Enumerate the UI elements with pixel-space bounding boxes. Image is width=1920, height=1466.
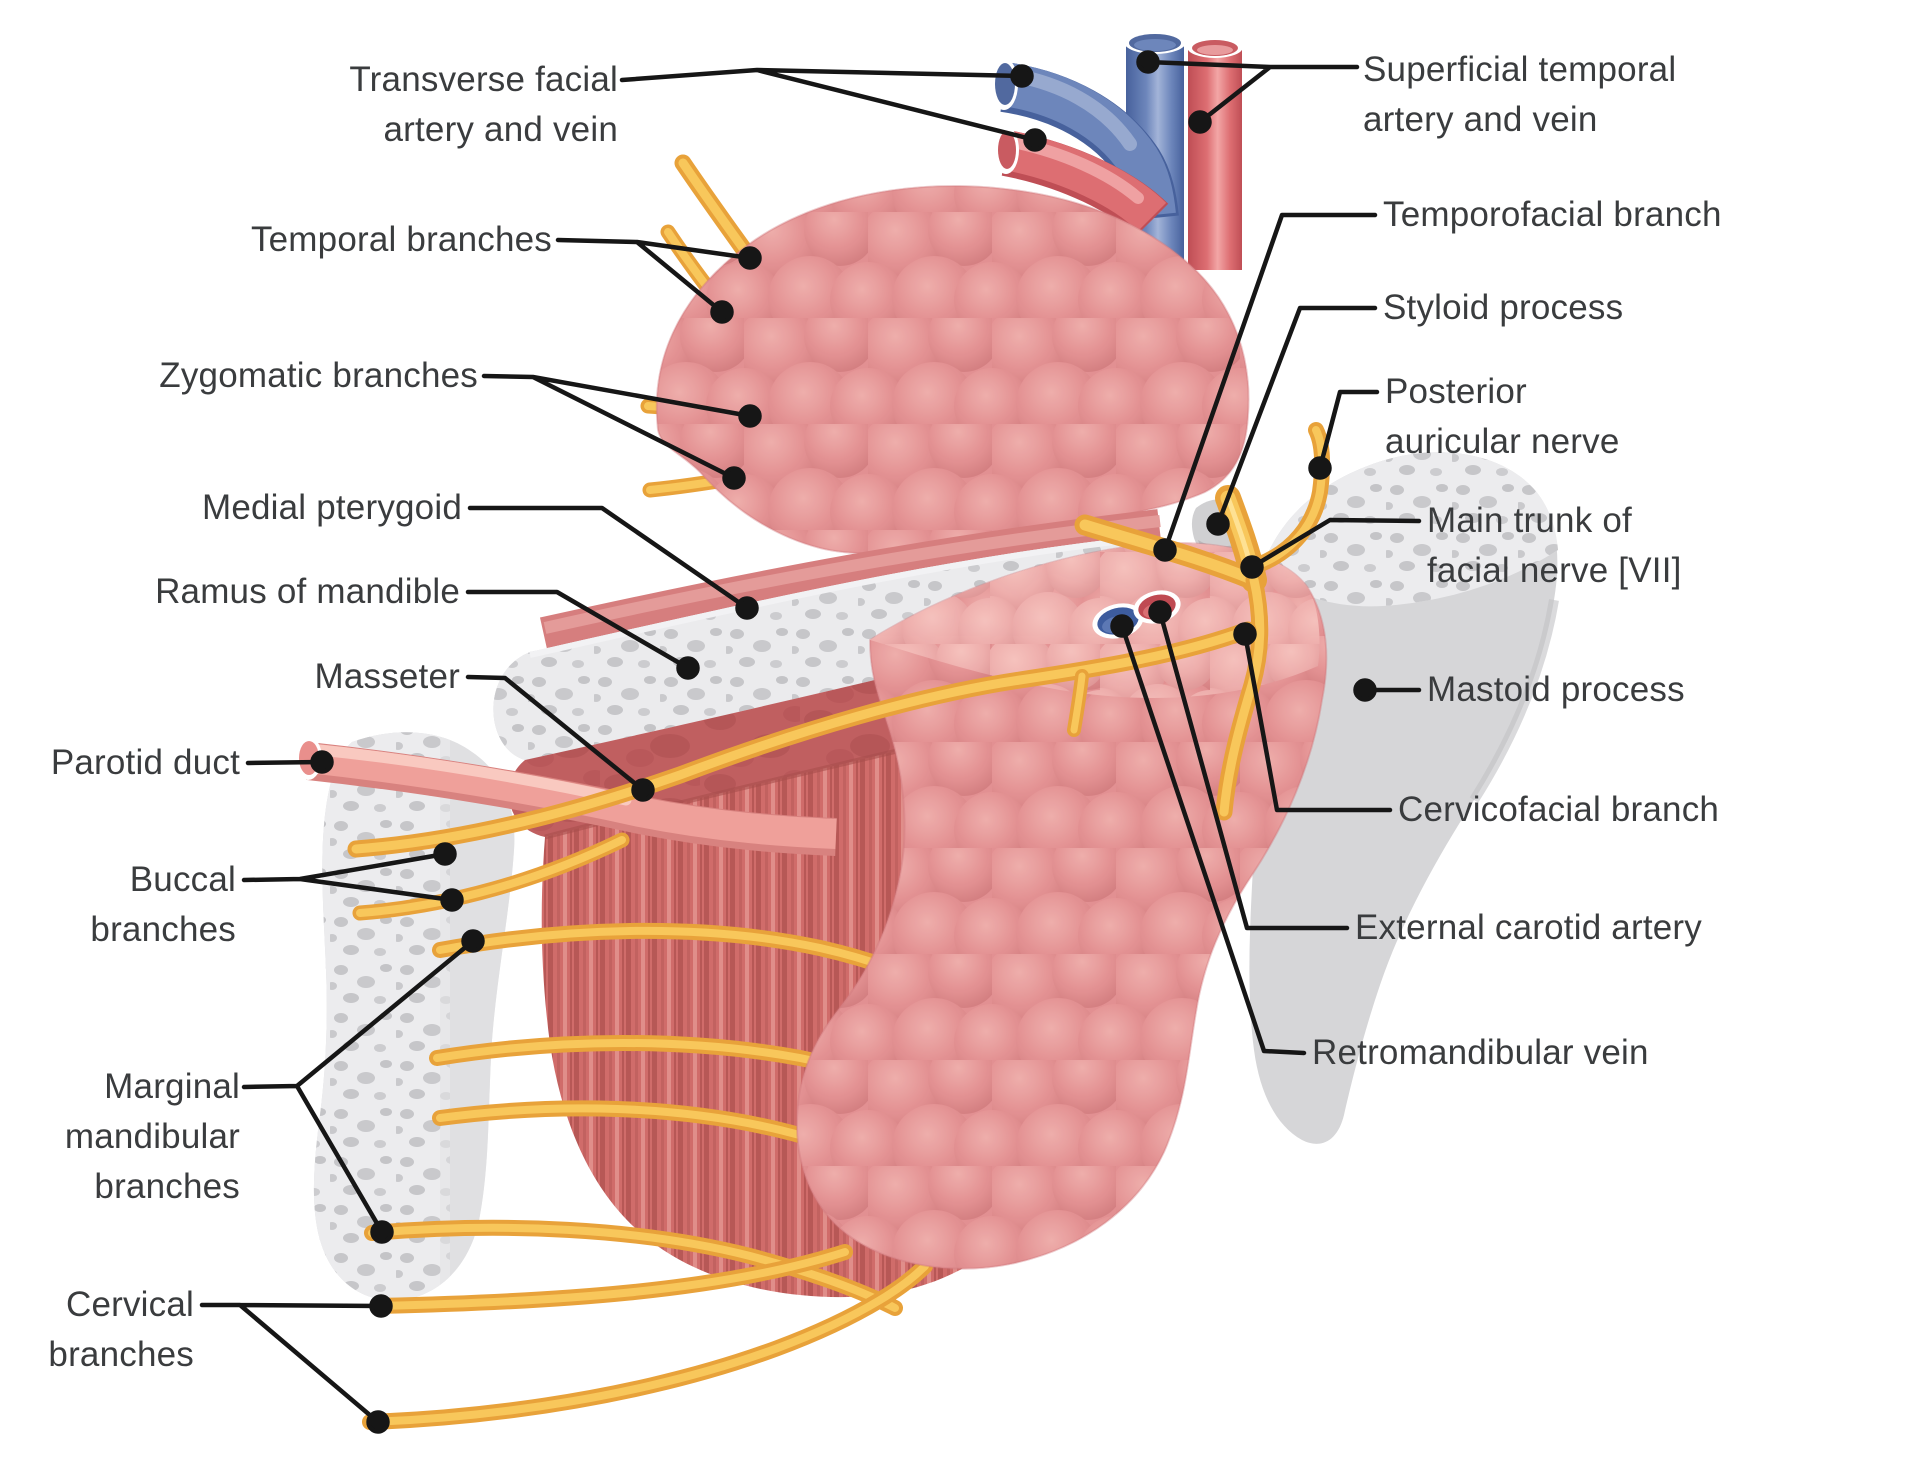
label-line: External carotid artery <box>1355 908 1702 947</box>
label-styloid-process: Styloid process <box>1383 283 1903 333</box>
label-temporofacial-branch: Temporofacial branch <box>1383 190 1903 240</box>
label-main-trunk-of-facial-nerve: Main trunk of facial nerve [VII] <box>1427 496 1920 596</box>
label-line: Parotid duct <box>50 743 240 782</box>
leader-retromandibular-vein <box>1110 614 1307 1056</box>
label-line: Masseter <box>314 657 460 696</box>
label-medial-pterygoid: Medial pterygoid <box>2 483 462 533</box>
label-cervical-branches: Cervical branches <box>0 1280 194 1380</box>
leader-marginal-mandibular <box>241 929 485 1244</box>
label-line: Posterior <box>1385 372 1527 411</box>
label-line: auricular nerve <box>1385 422 1620 461</box>
label-temporal-branches: Temporal branches <box>92 215 552 265</box>
vein-lumen-inner <box>1134 39 1176 51</box>
parotid-gland-superficial-lobe <box>655 184 1250 555</box>
superficial-temporal-artery <box>1188 46 1242 270</box>
label-posterior-auricular-nerve: Posterior auricular nerve <box>1385 367 1905 467</box>
label-masseter: Masseter <box>0 652 460 702</box>
label-line: Medial pterygoid <box>201 488 462 527</box>
label-retromandibular-vein: Retromandibular vein <box>1312 1028 1832 1078</box>
parotid-duct-tube <box>294 736 837 856</box>
label-line: artery and vein <box>383 110 618 149</box>
label-line: Retromandibular vein <box>1312 1033 1649 1072</box>
label-line: branches <box>90 910 236 949</box>
leader-zygomatic-branches <box>481 373 762 490</box>
leader-temporofacial-branch <box>1153 212 1378 562</box>
label-line: Transverse facial <box>349 60 618 99</box>
leader-temporal-branches <box>555 237 762 324</box>
label-transverse-facial-artery-and-vein: Transverse facial artery and vein <box>158 55 618 155</box>
artery-lumen-inner <box>1197 45 1233 55</box>
label-line: Buccal <box>129 860 236 899</box>
leader-transverse-facial <box>619 64 1047 152</box>
leader-masseter <box>465 674 655 802</box>
label-line: Temporal branches <box>250 220 552 259</box>
leader-mastoid-process <box>1353 678 1422 702</box>
leader-superficial-temporal <box>1136 50 1360 134</box>
label-line: Cervicofacial branch <box>1398 790 1720 829</box>
leader-cervicofacial-branch <box>1233 622 1393 813</box>
label-marginal-mandibular-branches: Marginal mandibular branches <box>0 1062 240 1212</box>
leader-parotid-duct <box>245 750 334 774</box>
label-line: Ramus of mandible <box>155 572 460 611</box>
label-cervicofacial-branch: Cervicofacial branch <box>1398 785 1918 835</box>
label-line: Superficial temporal <box>1363 50 1677 89</box>
label-line: Mastoid process <box>1427 670 1685 709</box>
leader-external-carotid <box>1148 600 1350 931</box>
label-superficial-temporal-artery-and-vein: Superficial temporal artery and vein <box>1363 45 1883 145</box>
leader-cervical-branches <box>199 1294 393 1434</box>
label-line: artery and vein <box>1363 100 1598 139</box>
label-ramus-of-mandible: Ramus of mandible <box>0 567 460 617</box>
label-line: branches <box>94 1167 240 1206</box>
label-line: mandibular <box>64 1117 240 1156</box>
label-line: facial nerve [VII] <box>1427 551 1682 590</box>
leader-posterior-auricular <box>1308 389 1380 480</box>
label-line: Temporofacial branch <box>1383 195 1722 234</box>
label-line: Main trunk of <box>1427 501 1632 540</box>
label-parotid-duct: Parotid duct <box>0 738 240 788</box>
label-line: branches <box>48 1335 194 1374</box>
label-line: Zygomatic branches <box>159 356 478 395</box>
leader-styloid-process <box>1206 305 1378 536</box>
leader-buccal-branches <box>241 842 464 912</box>
leader-lines <box>199 50 1422 1434</box>
label-mastoid-process: Mastoid process <box>1427 665 1920 715</box>
label-line: Marginal <box>104 1067 240 1106</box>
label-line: Styloid process <box>1383 288 1624 327</box>
leader-main-trunk <box>1240 517 1422 579</box>
label-external-carotid-artery: External carotid artery <box>1355 903 1875 953</box>
leader-ramus-of-mandible <box>465 589 700 680</box>
facial-nerve <box>347 422 1331 921</box>
label-line: Cervical <box>65 1285 194 1324</box>
leader-medial-pterygoid <box>467 505 759 620</box>
label-zygomatic-branches: Zygomatic branches <box>18 351 478 401</box>
transverse-facial-artery-tube <box>993 126 1169 237</box>
label-buccal-branches: Buccal branches <box>0 855 236 955</box>
